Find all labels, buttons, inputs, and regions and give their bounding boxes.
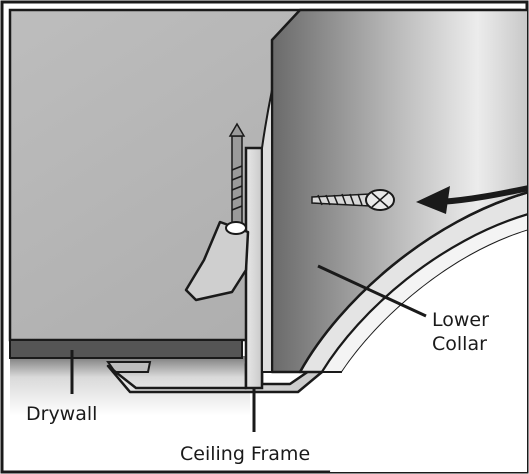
mounting-clip-tab (184, 220, 250, 302)
drywall-board (9, 339, 243, 359)
opening-area (330, 230, 527, 472)
lower-collar-label-line2: Collar (432, 333, 487, 355)
nail-icon (228, 122, 246, 227)
ceiling-frame-flange (106, 360, 324, 394)
left-arrow-icon (416, 185, 527, 214)
clip-rivet (225, 221, 247, 235)
lower-collar-label-line1: Lower (432, 309, 489, 331)
collar-curl (261, 89, 273, 373)
lower-collar-leader (317, 264, 427, 318)
screw-icon (311, 189, 395, 211)
lower-collar-sheet (270, 8, 527, 374)
ceiling-frame-label: Ceiling Frame (180, 443, 310, 465)
ceiling-frame-web (244, 146, 264, 390)
drywall-label: Drywall (26, 403, 97, 425)
